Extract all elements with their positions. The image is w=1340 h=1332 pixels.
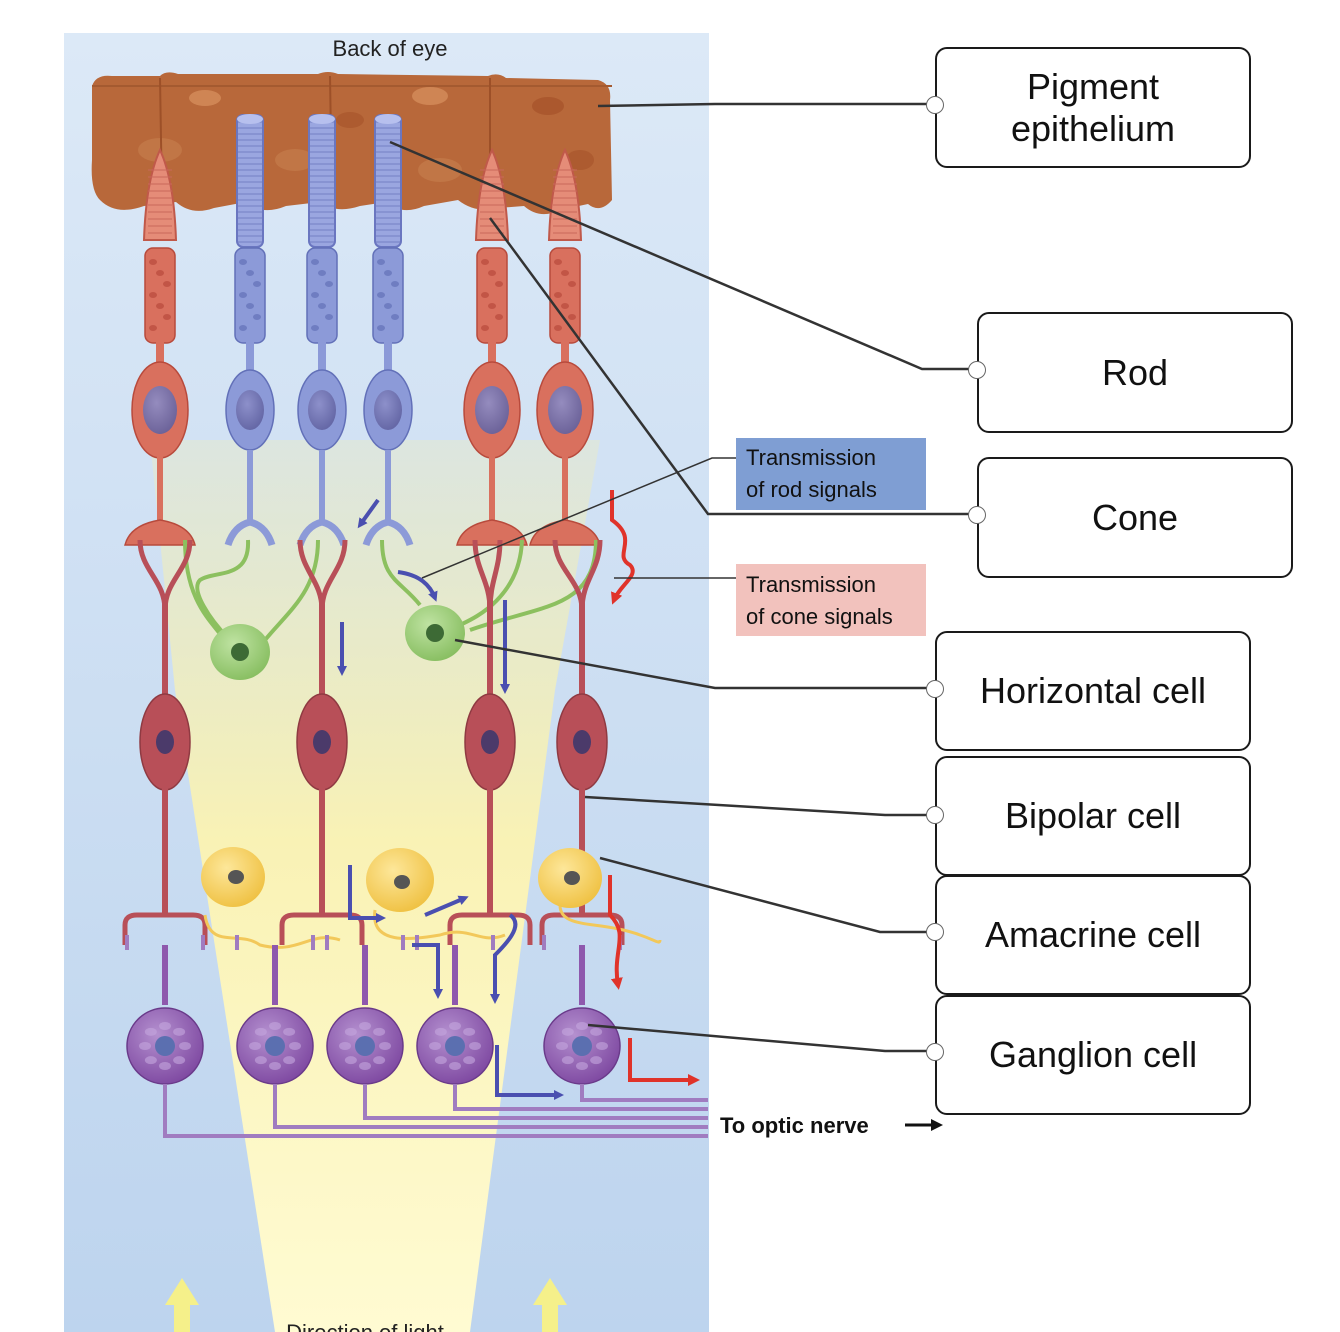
answer-box-connector <box>926 806 944 824</box>
amacrine-cell-layer <box>201 847 662 949</box>
rod-cell <box>362 114 414 547</box>
leader-cone <box>488 217 975 516</box>
bipolar-cell <box>539 539 625 945</box>
ganglion-cell <box>235 935 708 1129</box>
answer-box-label: Horizontal cell <box>979 670 1207 712</box>
leader-amacrine <box>599 856 930 934</box>
ganglion-cell <box>125 935 708 1138</box>
answer-box-connector <box>968 361 986 379</box>
answer-box-connector <box>926 680 944 698</box>
ganglion-cell <box>415 935 708 1111</box>
answer-box-label: Cone <box>1091 496 1179 538</box>
leader-rod <box>389 140 975 371</box>
answer-box-rod[interactable]: Rod <box>977 312 1293 433</box>
bipolar-cell <box>122 539 208 945</box>
back-of-eye-label: Back of eye <box>333 36 448 61</box>
answer-box-label: Amacrine cell <box>984 914 1202 956</box>
rod-cell <box>296 114 348 547</box>
answer-box-label: Rod <box>1101 351 1169 393</box>
cone-signal-label-bg <box>736 564 926 636</box>
leader-pigment <box>597 102 930 108</box>
cone-cell <box>124 147 196 546</box>
cone-signal-arrows <box>608 490 700 1086</box>
leader-lines <box>389 102 975 1053</box>
leader-rod-signal <box>421 457 736 579</box>
leader-ganglion <box>587 1023 930 1053</box>
bipolar-cell-layer <box>122 539 625 945</box>
answer-box-connector <box>926 96 944 114</box>
leader-bipolar <box>584 795 930 817</box>
direction-of-light-arrows <box>165 1278 567 1332</box>
answer-box-cone[interactable]: Cone <box>977 457 1293 578</box>
ganglion-cell <box>325 935 708 1120</box>
horizontal-cell-layer <box>183 539 598 680</box>
answer-box-bipolar-cell[interactable]: Bipolar cell <box>935 756 1251 876</box>
rod-cell <box>224 114 276 547</box>
answer-box-connector <box>968 506 986 524</box>
answer-box-pigment-epithelium[interactable]: Pigment epithelium <box>935 47 1251 168</box>
answer-box-label: Pigment epithelium <box>1010 66 1176 149</box>
answer-box-connector <box>926 923 944 941</box>
rod-signal-arrows <box>337 498 564 1100</box>
photoreceptor-layer <box>124 114 601 547</box>
answer-box-horizontal-cell[interactable]: Horizontal cell <box>935 631 1251 751</box>
cone-cell <box>456 147 528 546</box>
answer-box-connector <box>926 1043 944 1061</box>
bipolar-cell <box>279 539 365 945</box>
bipolar-cell <box>447 539 533 945</box>
answer-box-amacrine-cell[interactable]: Amacrine cell <box>935 875 1251 995</box>
optic-nerve-label: To optic nerve <box>720 1113 869 1138</box>
rod-signal-label-bg <box>736 438 926 510</box>
answer-box-label: Bipolar cell <box>1004 795 1182 837</box>
leader-horizontal <box>454 638 930 690</box>
cone-signal-label: Transmission of cone signals <box>746 572 893 629</box>
rod-signal-label: Transmission of rod signals <box>746 445 882 502</box>
answer-box-label: Ganglion cell <box>988 1034 1198 1076</box>
direction-of-light-label: Direction of light <box>286 1320 444 1332</box>
answer-box-ganglion-cell[interactable]: Ganglion cell <box>935 995 1251 1115</box>
